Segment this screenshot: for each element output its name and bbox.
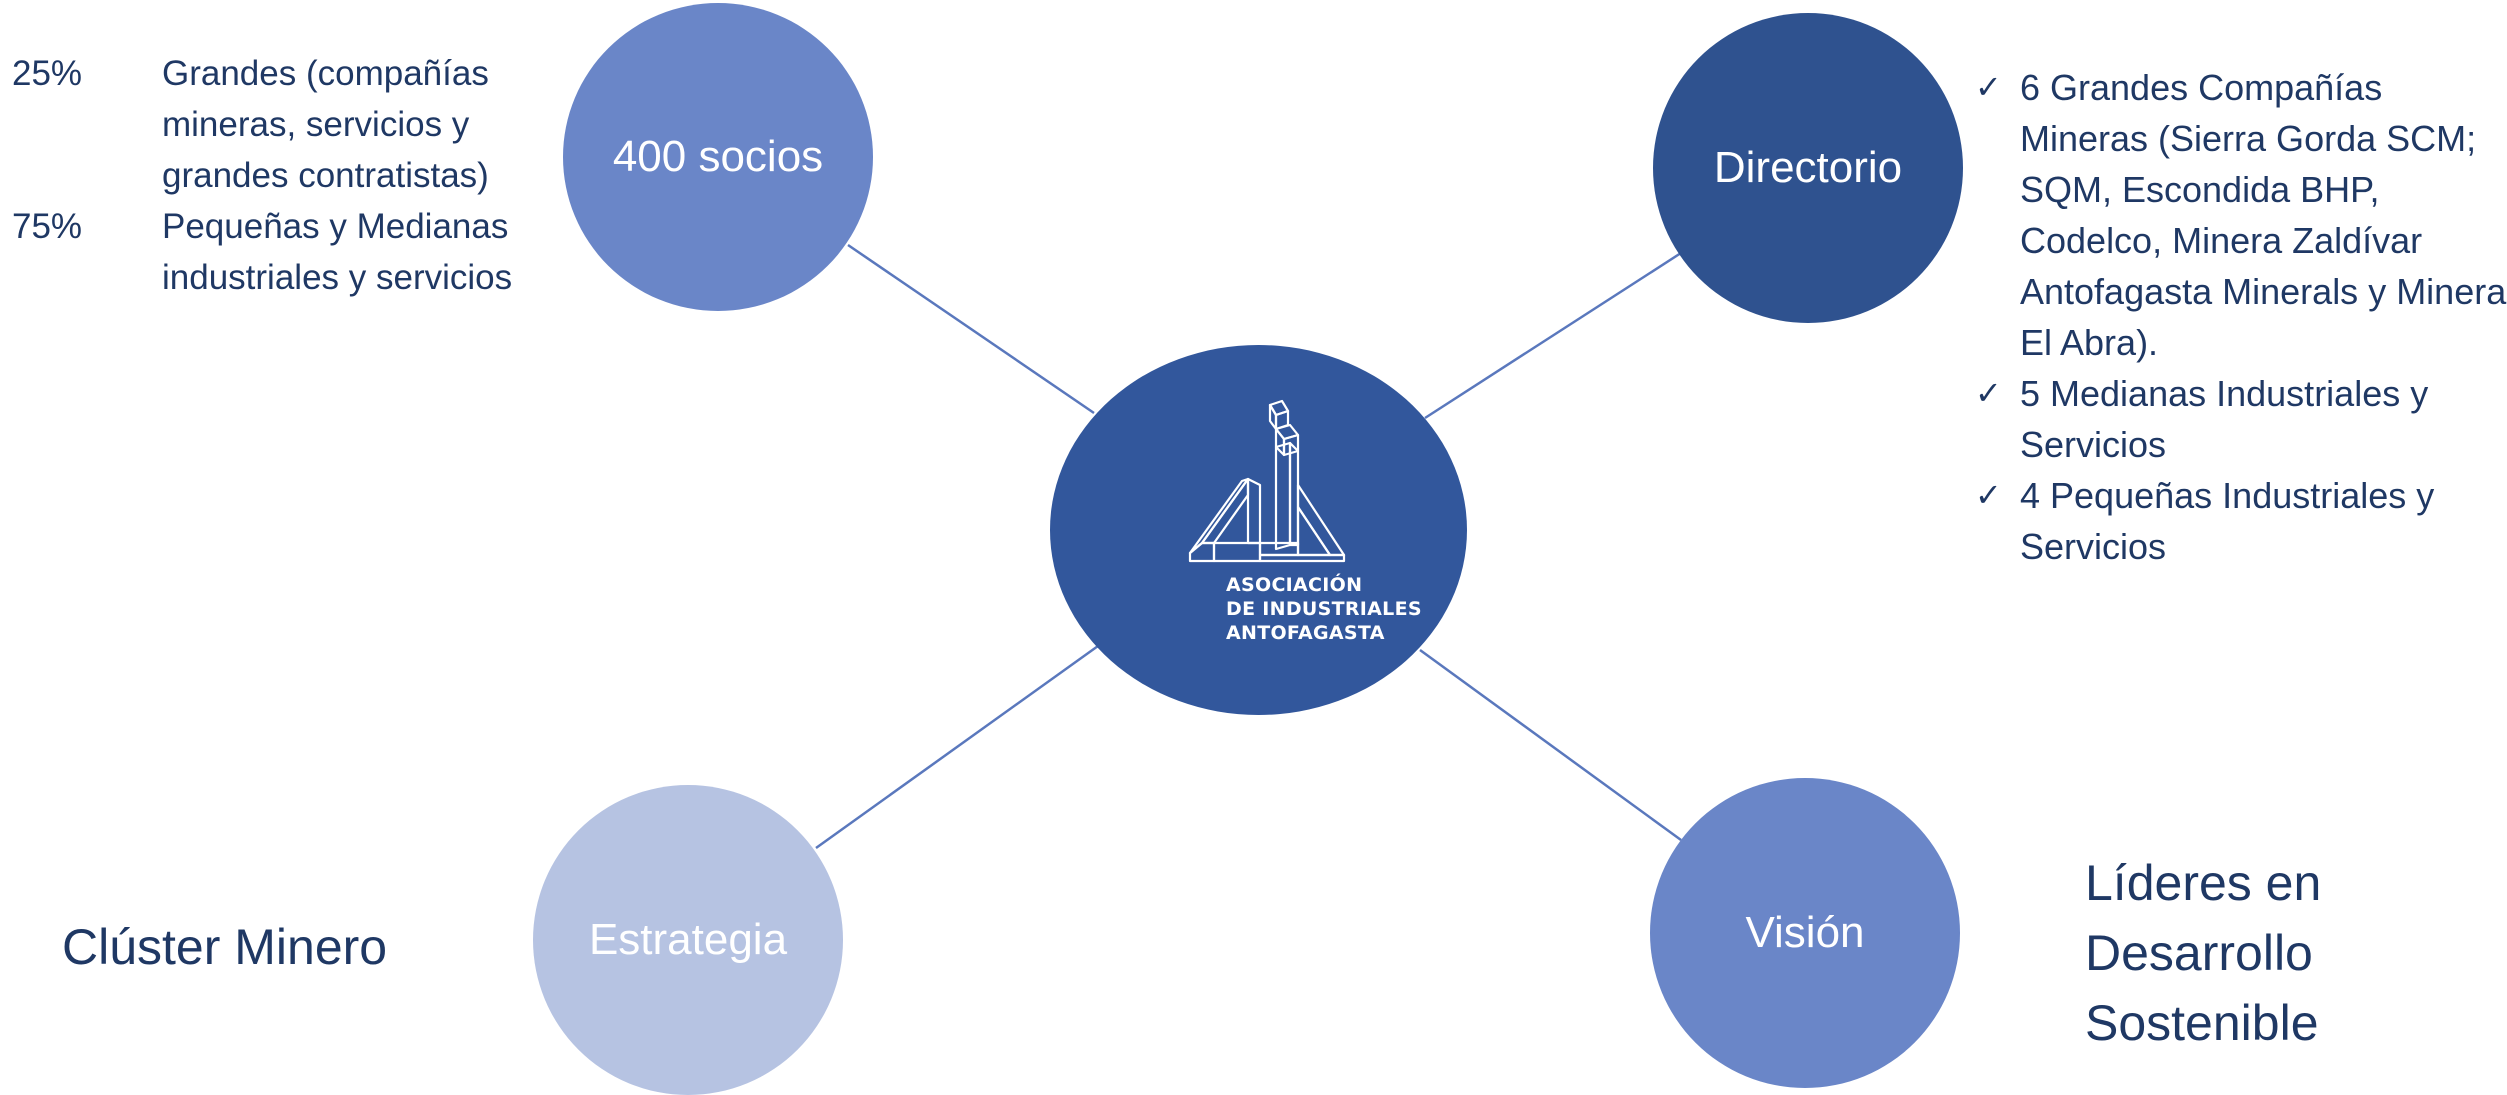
directorio-item-text: 4 Pequeñas Industriales y Servicios	[2020, 475, 2435, 567]
node-estrategia-label: Estrategia	[588, 915, 788, 964]
node-estrategia: Estrategia	[533, 785, 843, 1095]
socios-breakdown: 25% Grandes (compañías mineras, servicio…	[12, 48, 582, 303]
directorio-item-text: 6 Grandes Compañías Mineras (Sierra Gord…	[2020, 67, 2507, 363]
connector-estrategia	[815, 644, 1099, 850]
check-icon: ✓	[1975, 374, 2002, 412]
vision-line: Líderes en	[2085, 855, 2322, 911]
check-icon: ✓	[1975, 476, 2002, 514]
connector-vision	[1419, 648, 1682, 842]
logo-line: ANTOFAGASTA	[1226, 622, 1385, 644]
node-directorio-label: Directorio	[1713, 143, 1903, 192]
node-socios: 400 socios	[563, 3, 873, 311]
connector-socios	[847, 243, 1095, 415]
node-socios-label: 400 socios	[612, 132, 824, 181]
breakdown-desc: Grandes (compañías mineras, servicios y …	[162, 54, 489, 195]
aia-logo-text: ASOCIACIÓN DE INDUSTRIALES ANTOFAGASTA	[1226, 573, 1422, 645]
directorio-item-text: 5 Medianas Industriales y Servicios	[2020, 373, 2429, 465]
list-item: ✓ 4 Pequeñas Industriales y Servicios	[1975, 470, 2507, 572]
list-item: ✓ 6 Grandes Compañías Mineras (Sierra Go…	[1975, 62, 2507, 368]
check-icon: ✓	[1975, 68, 2002, 106]
node-vision: Visión	[1650, 778, 1960, 1088]
logo-line: ASOCIACIÓN	[1226, 574, 1363, 596]
vision-text: Líderes en Desarrollo Sostenible	[2085, 848, 2321, 1058]
node-directorio: Directorio	[1653, 13, 1963, 323]
node-vision-label: Visión	[1745, 908, 1865, 957]
node-center: ASOCIACIÓN DE INDUSTRIALES ANTOFAGASTA	[1050, 345, 1467, 715]
estrategia-text: Clúster Minero	[62, 919, 388, 975]
list-item: ✓ 5 Medianas Industriales y Servicios	[1975, 368, 2507, 470]
vision-line: Sostenible	[2085, 995, 2319, 1051]
aia-logo	[1188, 399, 1346, 563]
logo-line: DE INDUSTRIALES	[1226, 598, 1422, 620]
breakdown-desc: Pequeñas y Medianas industriales y servi…	[162, 207, 513, 297]
directorio-list: ✓ 6 Grandes Compañías Mineras (Sierra Go…	[1975, 62, 2507, 572]
breakdown-row: 25% Grandes (compañías mineras, servicio…	[12, 48, 582, 201]
breakdown-row: 75% Pequeñas y Medianas industriales y s…	[12, 201, 582, 303]
breakdown-pct: 75%	[12, 207, 83, 246]
vision-line: Desarrollo	[2085, 925, 2313, 981]
connector-directorio	[1424, 251, 1682, 420]
breakdown-pct: 25%	[12, 54, 83, 93]
